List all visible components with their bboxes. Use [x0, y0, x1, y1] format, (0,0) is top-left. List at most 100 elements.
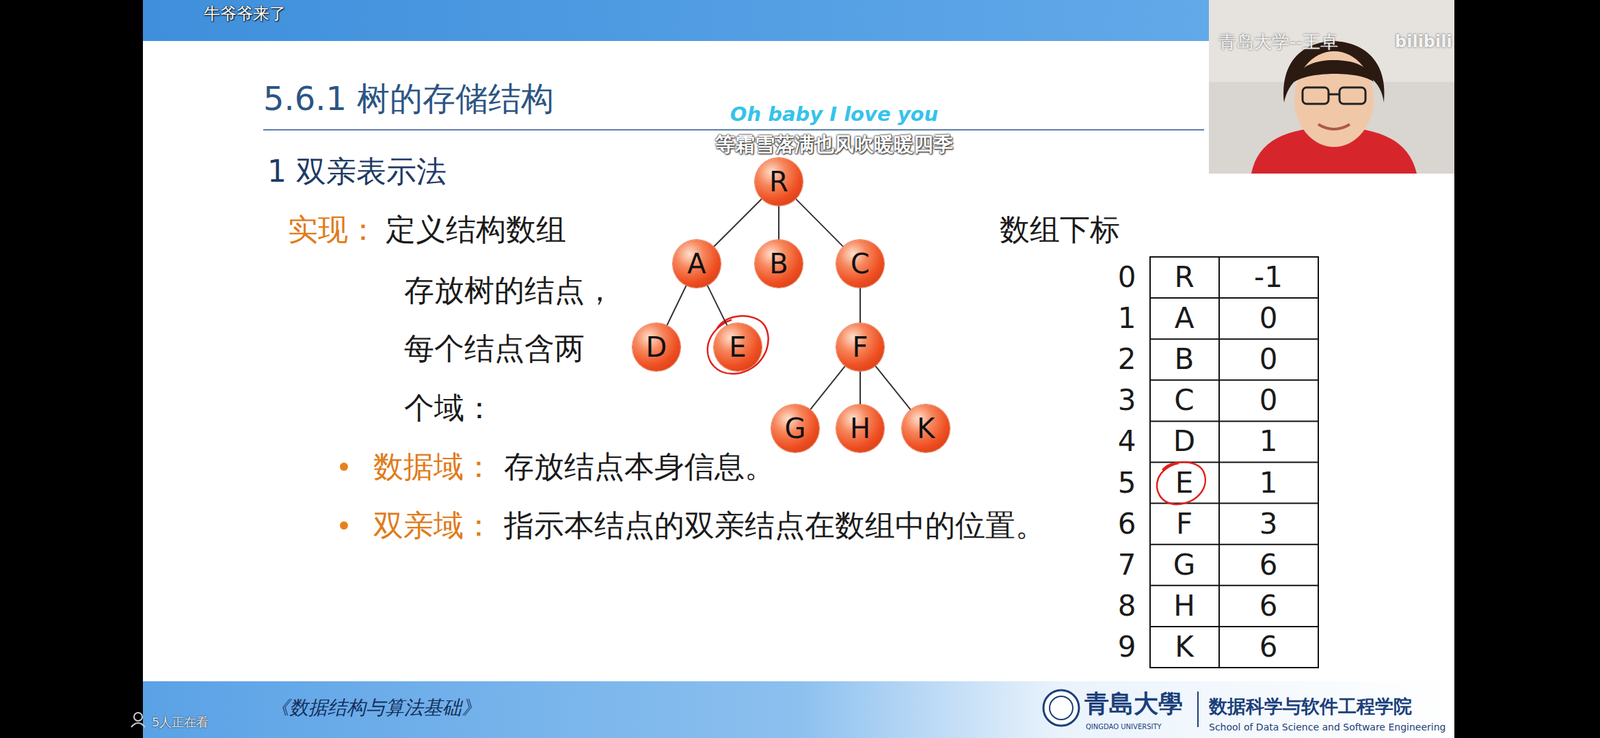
viewer-count: 5人正在看	[151, 715, 209, 731]
webcam-glasses	[1302, 87, 1329, 104]
logo-divider	[1197, 691, 1199, 728]
body-text: 存放树的结点，	[404, 273, 615, 309]
university-logo: 青島大學	[1084, 689, 1183, 718]
body-text: 存放结点本身信息。	[503, 449, 775, 485]
node-letter: F	[851, 333, 868, 362]
hand-circle	[1156, 462, 1206, 505]
term-label: 数据域：	[373, 449, 494, 485]
table-row-line	[1150, 585, 1319, 587]
tree-edge	[713, 198, 763, 248]
webcam-face	[1294, 51, 1374, 148]
table-cell: B	[1174, 343, 1195, 377]
webcam-glasses	[1339, 87, 1366, 104]
table-cell: C	[1174, 384, 1194, 418]
viewer-icon	[131, 723, 145, 728]
parent-index: -1	[1254, 261, 1283, 295]
node-letter: C	[850, 250, 870, 278]
term-label: 实现：	[287, 212, 379, 248]
table-cell: G	[1173, 549, 1196, 582]
body-text: 定义结构数组	[385, 212, 567, 248]
parent-index: 6	[1259, 549, 1278, 582]
hand-circle	[707, 315, 769, 375]
logo-emblem	[1043, 690, 1079, 727]
array-index: 9	[1117, 631, 1137, 664]
tree-edge	[795, 198, 844, 247]
node-letter: B	[769, 250, 788, 278]
node-letter: K	[916, 415, 935, 443]
tree-node: D	[632, 323, 681, 372]
bullet-dot	[339, 521, 349, 530]
table-row-line	[1150, 544, 1319, 546]
tree-node: F	[836, 323, 885, 372]
node-letter: A	[687, 250, 706, 278]
tree-node: H	[836, 404, 885, 453]
table-border	[1150, 257, 1319, 669]
column-heading: 数组下标	[999, 212, 1120, 248]
table-cell: F	[1176, 507, 1193, 541]
tree-edge	[875, 365, 911, 411]
school-name: 数据科学与软件工程学院	[1208, 696, 1412, 718]
parent-index: 0	[1259, 343, 1278, 377]
body-text: 指示本结点的双亲结点在数组中的位置。	[503, 508, 1046, 544]
tree-node: E	[713, 323, 762, 372]
tree-node: R	[754, 157, 803, 206]
term-label: 双亲域：	[373, 508, 494, 544]
array-index: 1	[1117, 302, 1137, 336]
node-letter: H	[849, 415, 871, 443]
lyric-subtitle: Oh baby I love you	[730, 103, 939, 126]
school-name-en: School of Data Science and Software Engi…	[1208, 722, 1446, 733]
watermark-logo: bilibili	[1394, 32, 1453, 52]
tree-node: A	[672, 240, 721, 288]
parent-index: 1	[1259, 466, 1278, 500]
node-letter: E	[728, 333, 746, 362]
webcam-frame	[1208, 0, 1455, 174]
webcam-mouth	[1318, 124, 1350, 130]
table-cell: A	[1174, 302, 1195, 336]
parent-index: 6	[1259, 590, 1278, 623]
course-name: 《数据结构与算法基础》	[270, 697, 481, 720]
table-row-line	[1150, 297, 1319, 299]
table-row-line	[1150, 626, 1319, 628]
table-cell: K	[1174, 631, 1194, 664]
webcam-wall	[1208, 0, 1455, 83]
tree-edge	[810, 365, 846, 410]
node-letter: R	[769, 168, 789, 196]
parent-index: 0	[1259, 384, 1278, 418]
slide-title: 5.6.1 树的存储结构	[263, 80, 554, 118]
webcam-glasses	[1328, 93, 1340, 96]
table-row-line	[1150, 379, 1319, 381]
lyric-subtitle: 等霜雪落满也风吹暖暖四季	[715, 133, 954, 156]
tree-node: K	[901, 404, 950, 453]
bullet-dot	[339, 462, 349, 472]
tree-edge	[666, 285, 687, 327]
title-underline	[263, 129, 1205, 131]
parent-index: 1	[1259, 425, 1278, 459]
array-index: 3	[1117, 384, 1137, 418]
table-cell: E	[1175, 466, 1194, 500]
watermark: 青岛大学--王卓	[1218, 32, 1339, 53]
body-text: 个域：	[404, 391, 495, 426]
table-cell: H	[1173, 590, 1196, 623]
tree-edge	[778, 205, 780, 240]
table-cell: D	[1173, 425, 1196, 459]
body-text: 每个结点含两	[404, 331, 585, 367]
array-index: 8	[1117, 590, 1137, 623]
array-index: 6	[1117, 507, 1137, 541]
parent-index: 3	[1259, 507, 1278, 541]
tree-edge	[859, 287, 861, 324]
section-heading: 1 双亲表示法	[267, 154, 447, 190]
tree-node: C	[836, 240, 885, 288]
tree-edge	[707, 285, 727, 326]
array-table	[1150, 257, 1319, 669]
node-letter: G	[784, 415, 807, 443]
webcam-fringe	[1294, 60, 1374, 83]
array-index: 0	[1117, 261, 1137, 295]
array-index: 5	[1117, 466, 1137, 500]
table-row-line	[1150, 338, 1319, 340]
tree-node: B	[754, 240, 803, 288]
table-row-line	[1150, 420, 1319, 422]
tree-node: G	[771, 404, 820, 453]
bottom-bar	[142, 681, 1455, 738]
